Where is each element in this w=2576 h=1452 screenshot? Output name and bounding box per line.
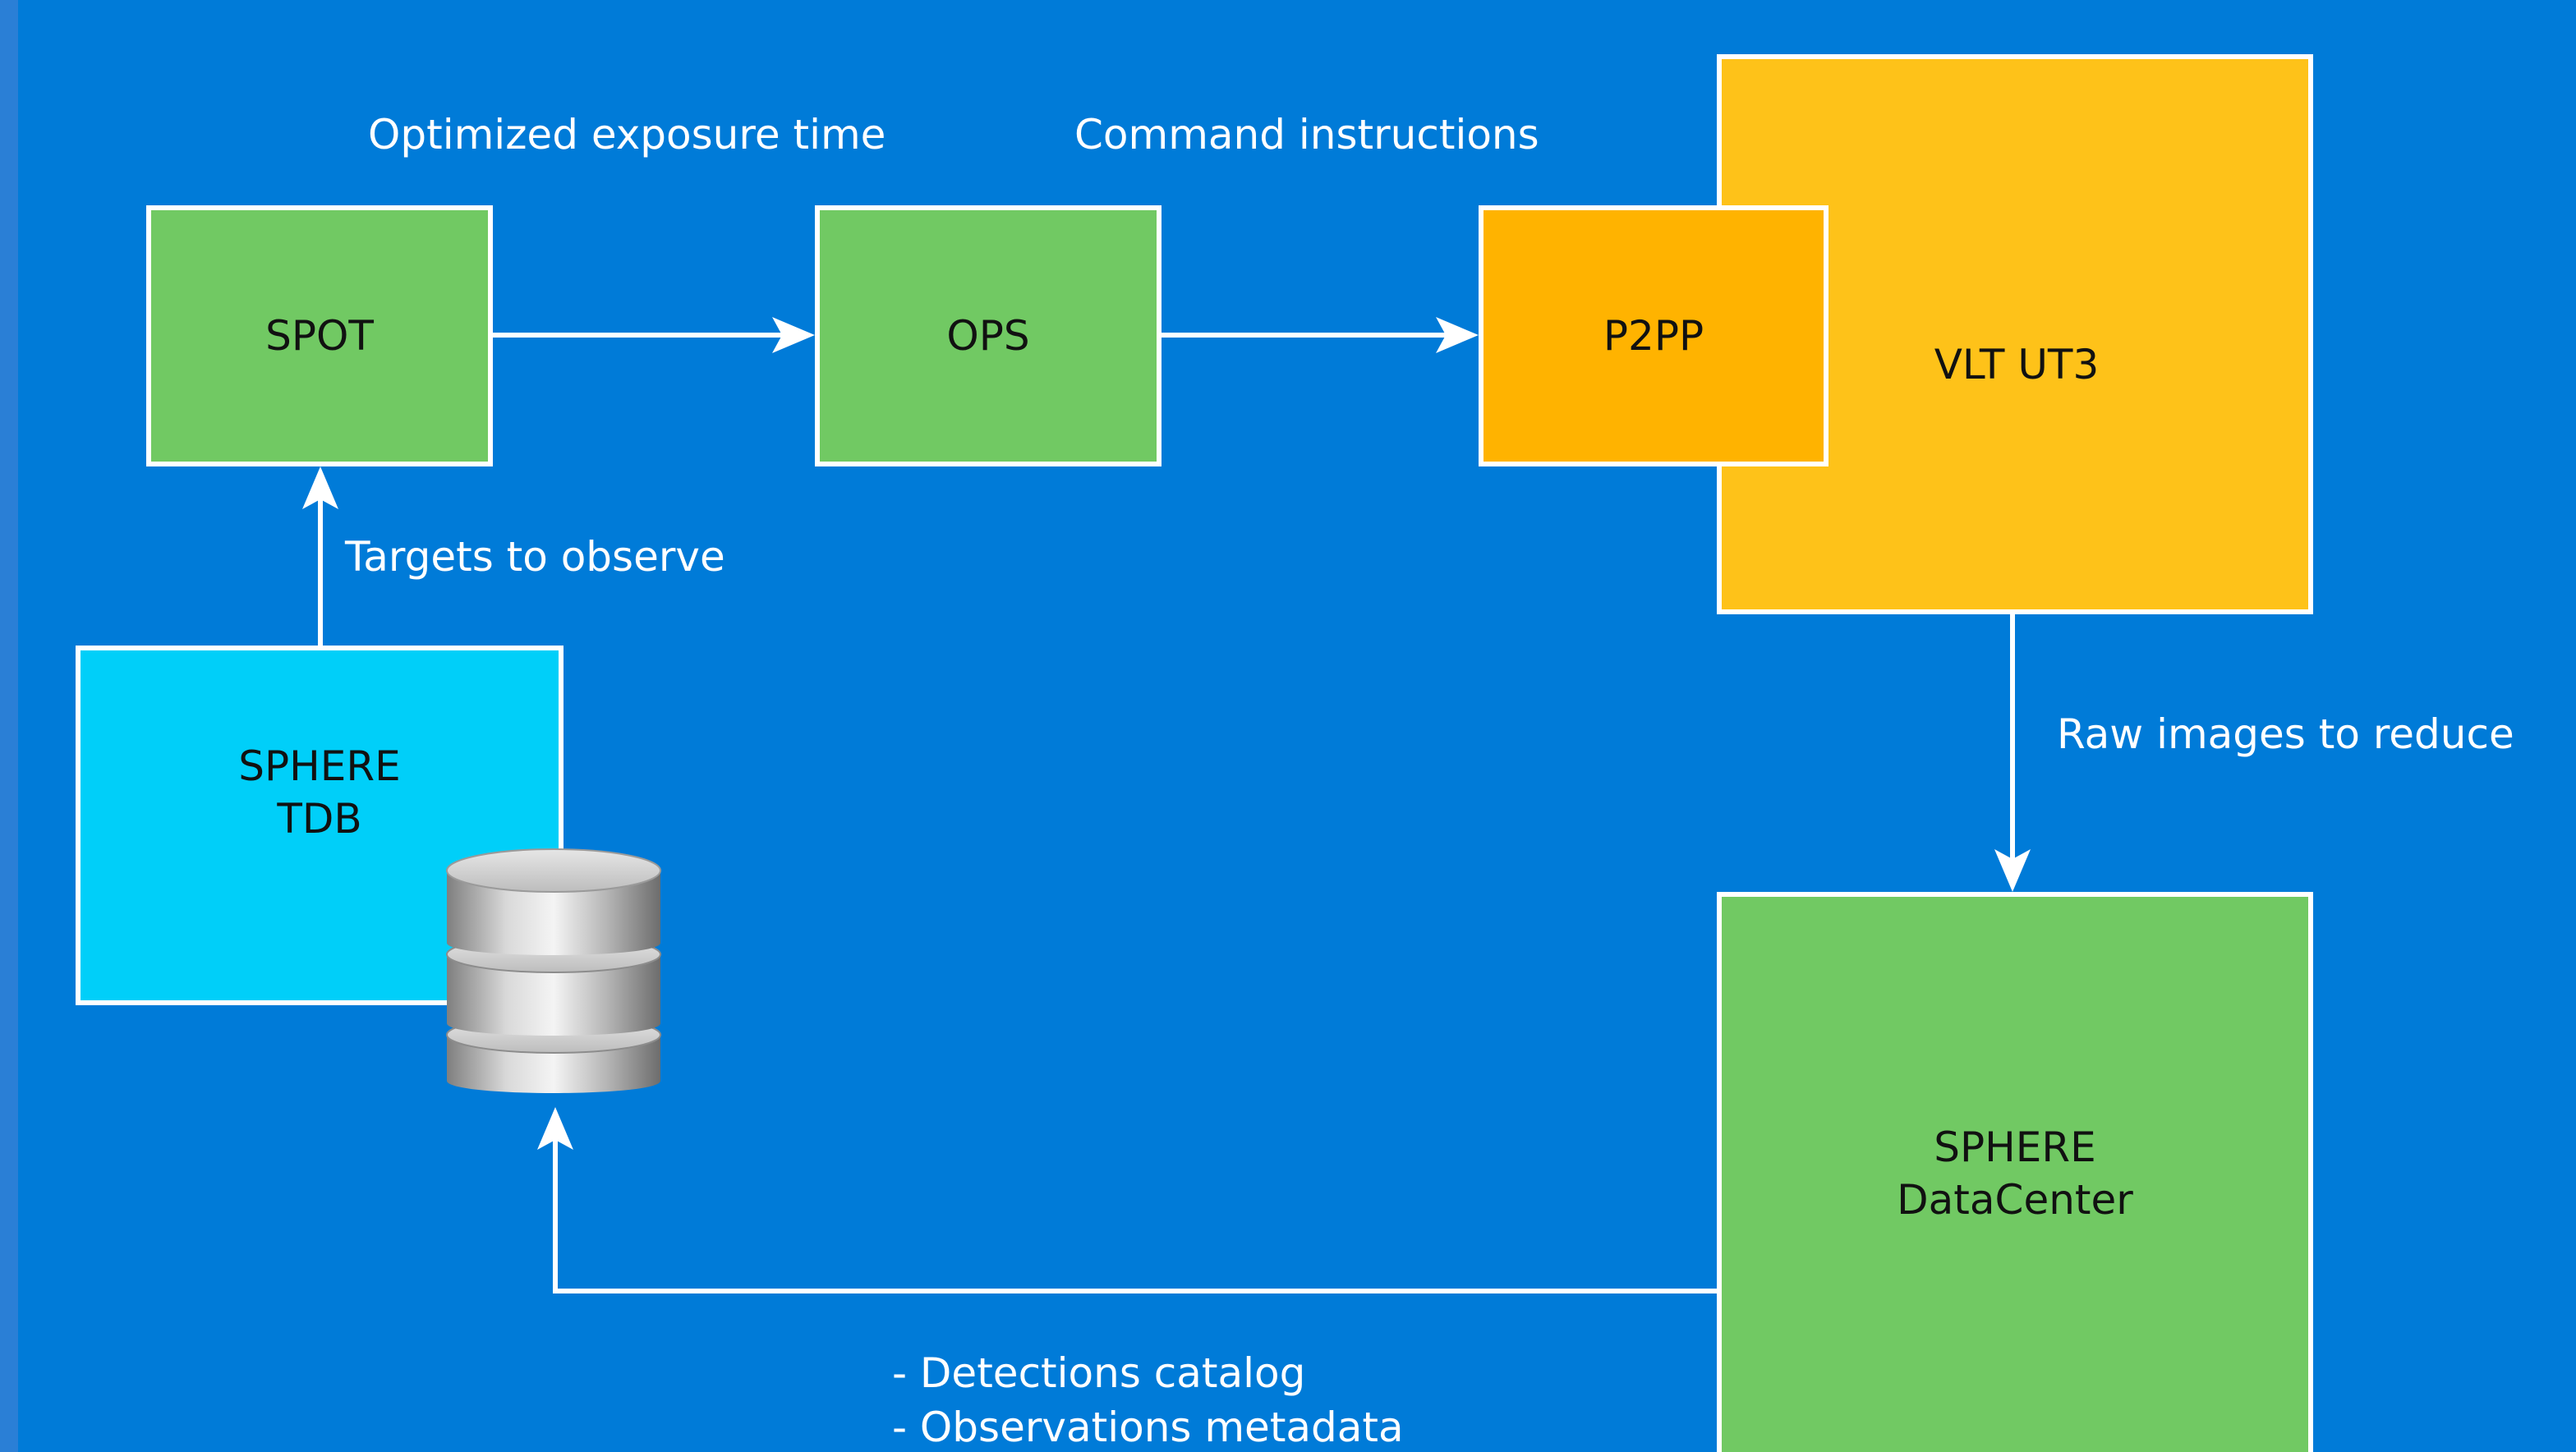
spot-node: SPOT: [146, 205, 493, 466]
arrow-ops-to-p2pp: [1162, 317, 1479, 353]
ops-node: OPS: [815, 205, 1162, 466]
ops-label: OPS: [946, 312, 1030, 360]
edge-label-observations-metadata: - Observations metadata: [892, 1404, 1404, 1451]
arrow-spot-to-ops: [493, 317, 815, 353]
database-icon: [446, 848, 661, 1093]
sphere-datacenter-text: SPHERE DataCenter: [1897, 1121, 2133, 1226]
p2pp-node: P2PP: [1479, 205, 1828, 466]
edge-label-raw-images: Raw images to reduce: [2057, 710, 2514, 758]
arrow-vlt-to-datacenter: [1994, 614, 2031, 892]
edge-label-optimized-exposure: Optimized exposure time: [368, 111, 886, 159]
spot-label: SPOT: [265, 312, 374, 360]
p2pp-label: P2PP: [1603, 312, 1704, 360]
edge-label-command-instructions: Command instructions: [1074, 111, 1539, 159]
vlt-ut3-label: VLT UT3: [1934, 341, 2100, 388]
left-edge-strip: [0, 0, 18, 1452]
sphere-datacenter-line2: DataCenter: [1897, 1176, 2133, 1224]
arrow-datacenter-to-tdb: [537, 1107, 1717, 1293]
sphere-datacenter-node: SPHERE DataCenter: [1717, 892, 2313, 1452]
edge-label-targets-to-observe: Targets to observe: [345, 533, 725, 581]
edge-label-detections-catalog: - Detections catalog: [892, 1349, 1306, 1397]
sphere-tdb-text: SPHERE TDB: [238, 740, 400, 845]
sphere-tdb-line2: TDB: [277, 795, 362, 843]
arrow-tdb-to-spot: [302, 466, 338, 646]
sphere-tdb-line1: SPHERE: [238, 742, 401, 790]
sphere-datacenter-line1: SPHERE: [1934, 1123, 2096, 1171]
